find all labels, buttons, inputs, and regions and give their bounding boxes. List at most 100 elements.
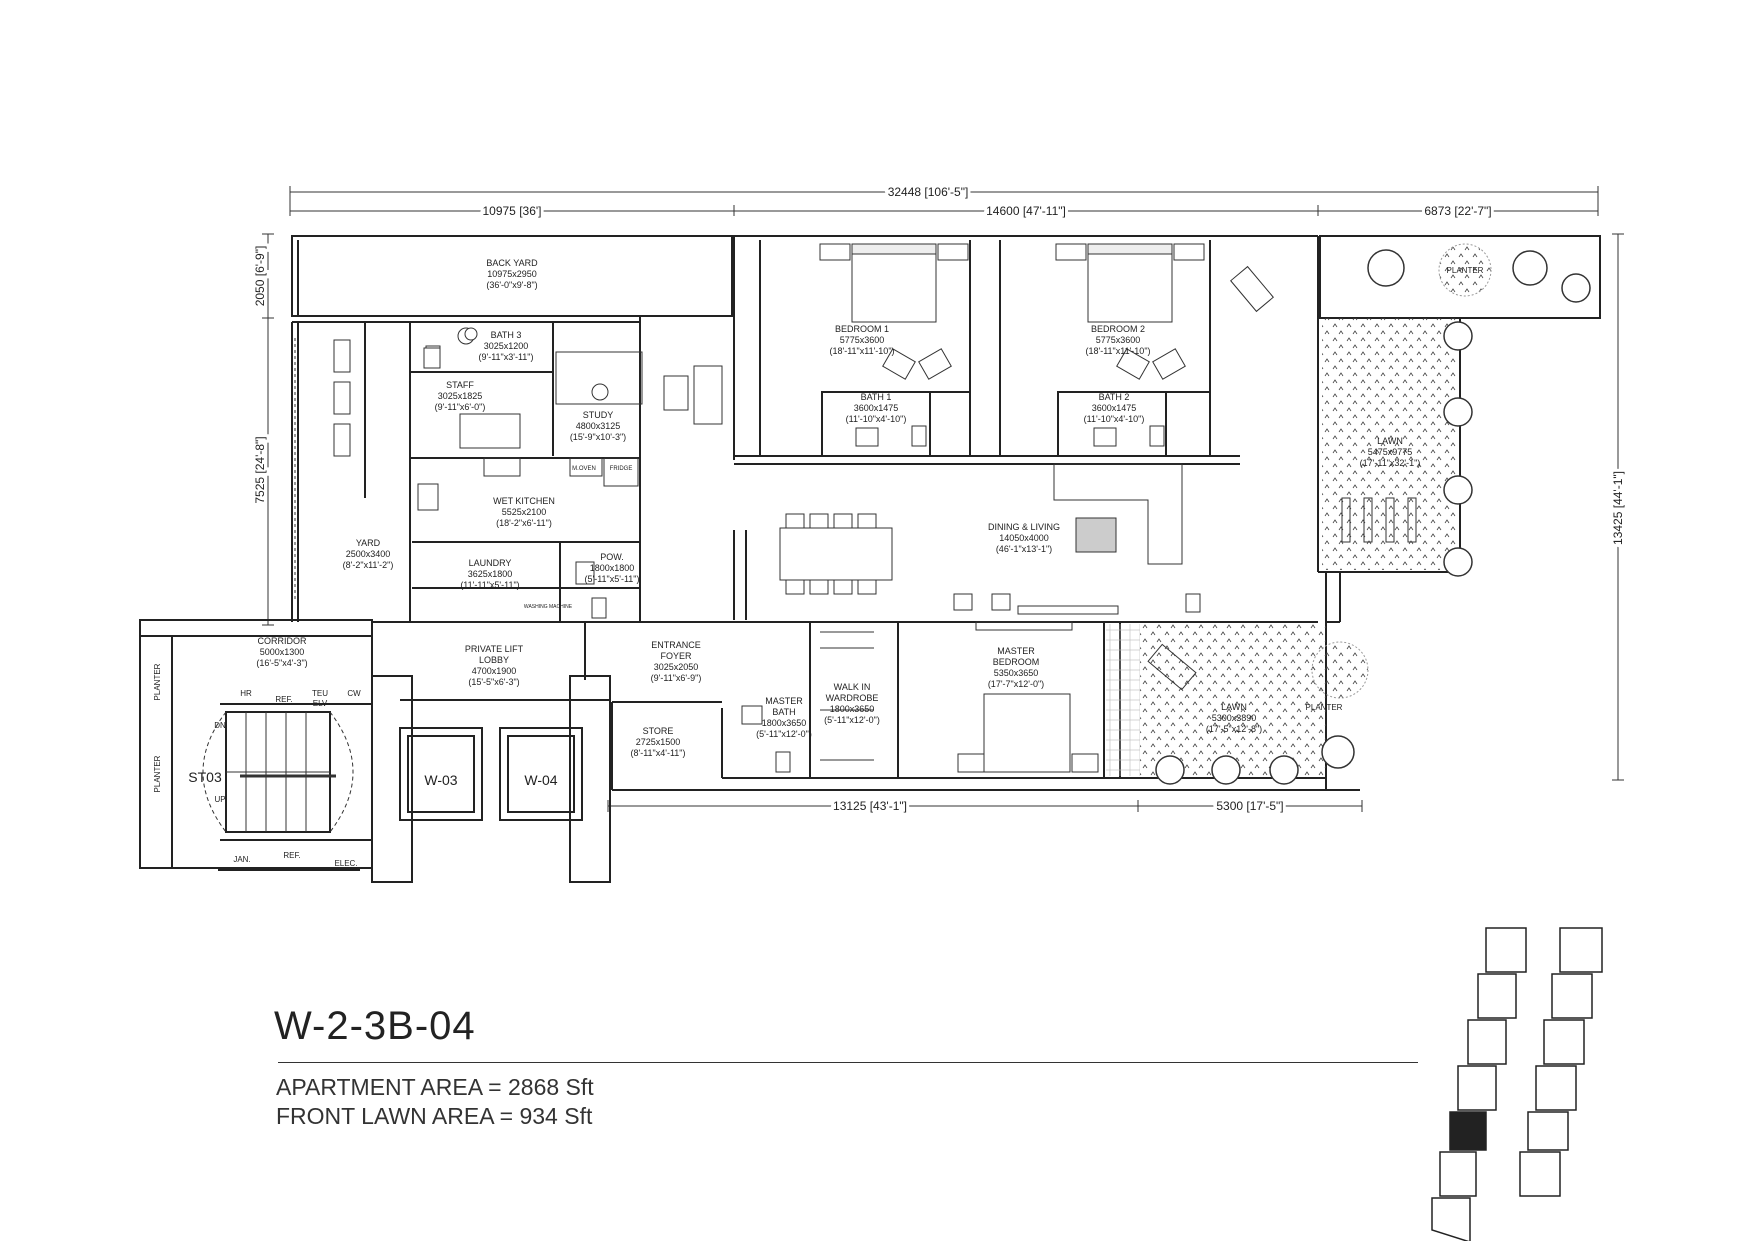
ref-label-bottom: REF.	[283, 851, 300, 860]
stair-up-label: UP	[214, 795, 225, 804]
svg-text:(17'-11"x32'-1"): (17'-11"x32'-1")	[1360, 458, 1421, 468]
svg-text:MASTER: MASTER	[765, 696, 803, 706]
svg-text:POW.: POW.	[600, 552, 624, 562]
dimension-bottom-right: 5300 [17'-5"]	[1216, 799, 1283, 813]
svg-text:(5'-11"x5'-11"): (5'-11"x5'-11")	[584, 574, 639, 584]
dimension-bottom-left: 13125 [43'-1"]	[833, 799, 907, 813]
bathroom-fixtures	[423, 327, 1165, 773]
stair-down-label: DN	[214, 721, 226, 730]
planter-label-top: PLANTER	[1447, 266, 1484, 275]
svg-text:LOBBY: LOBBY	[479, 655, 509, 665]
lawn-side-pattern	[1322, 318, 1458, 570]
svg-text:4800x3125: 4800x3125	[576, 421, 621, 431]
room-wet-kitchen: WET KITCHEN 5525x2100 (18'-2"x6'-11")	[493, 496, 555, 528]
svg-text:LAWN: LAWN	[1221, 702, 1247, 712]
svg-text:STAFF: STAFF	[446, 380, 474, 390]
planter-top-dotted	[1438, 243, 1492, 297]
svg-text:BATH: BATH	[772, 707, 795, 717]
dimension-overall: 32448 [106'-5"]	[888, 185, 969, 199]
teu-label: TEU	[312, 689, 328, 698]
dimension-right: 13425 [44'-1"]	[1611, 471, 1625, 545]
svg-text:14050x4000: 14050x4000	[999, 533, 1049, 543]
room-lawn-side: LAWN 5475x9775 (17'-11"x32'-1")	[1360, 436, 1421, 468]
svg-text:BEDROOM: BEDROOM	[993, 657, 1040, 667]
room-corridor: CORRIDOR 5000x1300 (16'-5"x4'-3")	[256, 636, 307, 668]
svg-text:(17'-5"x12'-8"): (17'-5"x12'-8")	[1206, 724, 1262, 734]
svg-text:1800x3650: 1800x3650	[830, 704, 875, 714]
room-wardrobe: WALK IN WARDROBE 1800x3650 (5'-11"x12'-0…	[824, 682, 880, 725]
svg-text:(17'-7"x12'-0"): (17'-7"x12'-0")	[988, 679, 1044, 689]
microwave-label: M.OVEN	[572, 466, 596, 472]
trees	[1155, 249, 1591, 785]
planter-label-corridor-a: PLANTER	[153, 663, 162, 700]
svg-text:5525x2100: 5525x2100	[502, 507, 547, 517]
svg-text:(36'-0"x9'-8"): (36'-0"x9'-8")	[486, 280, 537, 290]
svg-text:LAWN: LAWN	[1377, 436, 1403, 446]
svg-text:(11'-10"x4'-10"): (11'-10"x4'-10")	[1084, 414, 1145, 424]
room-study: STUDY 4800x3125 (15'-9"x10'-3")	[570, 410, 626, 442]
svg-text:WALK IN: WALK IN	[834, 682, 871, 692]
dimension-lines	[262, 186, 1624, 812]
jan-label: JAN.	[233, 855, 250, 864]
room-bath3: BATH 3 3025x1200 (9'-11"x3'-11")	[478, 330, 533, 362]
svg-text:STORE: STORE	[643, 726, 674, 736]
fridge-label: FRIDGE	[610, 466, 633, 472]
svg-text:(9'-11"x3'-11"): (9'-11"x3'-11")	[478, 352, 533, 362]
dimension-top-right: 6873 [22'-7"]	[1424, 204, 1491, 218]
svg-text:2725x1500: 2725x1500	[636, 737, 681, 747]
svg-text:1800x3650: 1800x3650	[762, 718, 807, 728]
svg-text:3600x1475: 3600x1475	[1092, 403, 1137, 413]
room-bedroom1: BEDROOM 1 5775x3600 (18'-11"x11'-10")	[829, 324, 894, 356]
washing-machine-label: WASHING MACHINE	[524, 604, 573, 610]
svg-text:(5'-11"x12'-0"): (5'-11"x12'-0")	[756, 729, 812, 739]
svg-text:3625x1800: 3625x1800	[468, 569, 513, 579]
svg-text:BEDROOM 1: BEDROOM 1	[835, 324, 889, 334]
svg-text:FOYER: FOYER	[660, 651, 692, 661]
cw-label: CW	[347, 689, 361, 698]
elec-label: ELEC.	[334, 859, 357, 868]
svg-text:5775x3600: 5775x3600	[840, 335, 885, 345]
svg-text:(8'-11"x4'-11"): (8'-11"x4'-11")	[630, 748, 685, 758]
svg-text:(18'-11"x11'-10"): (18'-11"x11'-10")	[1085, 346, 1150, 356]
svg-text:(18'-2"x6'-11"): (18'-2"x6'-11")	[496, 518, 552, 528]
svg-text:DINING & LIVING: DINING & LIVING	[988, 522, 1060, 532]
planter-label-corridor-b: PLANTER	[153, 755, 162, 792]
front-lawn-area: FRONT LAWN AREA = 934 Sft	[276, 1103, 593, 1129]
svg-text:1800x1800: 1800x1800	[590, 563, 635, 573]
svg-text:5775x3600: 5775x3600	[1096, 335, 1141, 345]
lawn-front-pattern	[1140, 624, 1326, 776]
svg-text:(9'-11"x6'-9"): (9'-11"x6'-9")	[651, 673, 702, 683]
balcony-tiles	[1106, 624, 1140, 776]
svg-text:3025x2050: 3025x2050	[654, 662, 699, 672]
dimension-top-mid: 14600 [47'-11"]	[986, 204, 1066, 218]
room-back-yard: BACK YARD 10975x2950 (36'-0"x9'-8")	[486, 258, 538, 290]
svg-text:CORRIDOR: CORRIDOR	[258, 636, 307, 646]
svg-text:5300x3890: 5300x3890	[1212, 713, 1257, 723]
svg-text:WARDROBE: WARDROBE	[826, 693, 879, 703]
svg-text:BATH 3: BATH 3	[491, 330, 522, 340]
svg-text:3600x1475: 3600x1475	[854, 403, 899, 413]
room-lawn-front: LAWN 5300x3890 (17'-5"x12'-8")	[1206, 702, 1262, 734]
svg-text:LAUNDRY: LAUNDRY	[469, 558, 512, 568]
svg-text:MASTER: MASTER	[997, 646, 1035, 656]
svg-text:YARD: YARD	[356, 538, 381, 548]
room-foyer: ENTRANCE FOYER 3025x2050 (9'-11"x6'-9")	[651, 640, 702, 683]
elv-label: ELV	[313, 699, 328, 708]
svg-text:(11'-10"x4'-10"): (11'-10"x4'-10")	[846, 414, 907, 424]
room-labels: BACK YARD 10975x2950 (36'-0"x9'-8") BATH…	[256, 258, 1420, 758]
title-divider	[278, 1062, 1418, 1063]
svg-text:3025x1200: 3025x1200	[484, 341, 529, 351]
room-lift-lobby: PRIVATE LIFT LOBBY 4700x1900 (15'-5"x6'-…	[465, 644, 524, 687]
key-plan	[1431, 927, 1603, 1241]
room-powder: POW. 1800x1800 (5'-11"x5'-11")	[584, 552, 639, 584]
svg-text:BACK YARD: BACK YARD	[486, 258, 538, 268]
furniture	[294, 243, 1417, 773]
dimension-left-lower: 7525 [24'-8"]	[253, 436, 267, 503]
svg-text:(8'-2"x11'-2"): (8'-2"x11'-2")	[343, 560, 394, 570]
stair-core	[202, 711, 354, 833]
lift-w04-label: W-04	[524, 772, 557, 788]
svg-text:STUDY: STUDY	[583, 410, 614, 420]
misc-labels: PLANTER PLANTER PLANTER PLANTER M.OVEN F…	[153, 266, 1484, 868]
dimension-left-upper: 2050 [6'-9"]	[253, 246, 267, 307]
